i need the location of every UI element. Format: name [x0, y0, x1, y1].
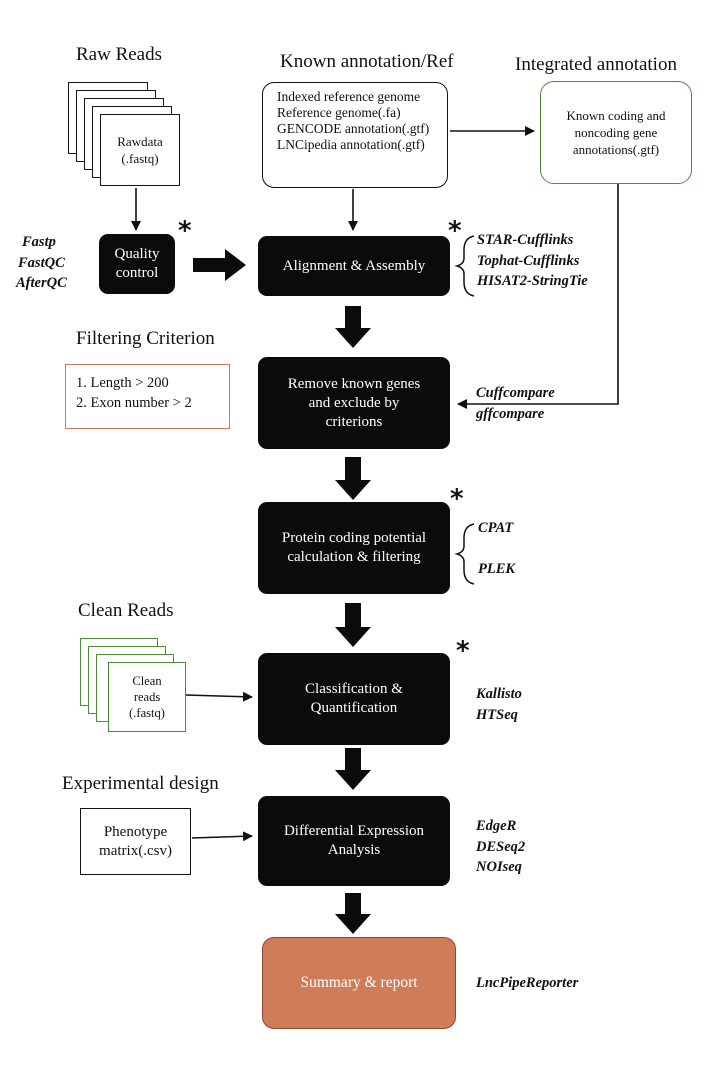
- classification-quantification-step: Classification & Quantification: [258, 653, 450, 745]
- asterisk-marker: *: [450, 484, 464, 514]
- summary-label: Summary & report: [300, 974, 418, 991]
- integrated-line2: noncoding gene: [574, 125, 658, 140]
- alignment-label: Alignment & Assembly: [282, 257, 426, 274]
- reference-line: GENCODE annotation(.gtf): [277, 121, 430, 136]
- filtering-criteria-box: 1. Length > 200 2. Exon number > 2: [65, 364, 230, 429]
- arrow-phenotype-to-differential: [191, 831, 253, 842]
- raw-reads-card: Rawdata (.fastq): [100, 114, 180, 186]
- reference-line: LNCipedia annotation(.gtf): [277, 137, 425, 152]
- qc-line2: control: [115, 265, 159, 281]
- arrow-remove-to-coding: [335, 457, 371, 500]
- reference-genome-box: Indexed reference genome Reference genom…: [262, 82, 448, 188]
- differential-line2: Analysis: [327, 842, 381, 858]
- differential-expression-step: Differential Expression Analysis: [258, 796, 450, 886]
- phenotype-line1: Phenotype: [103, 823, 168, 840]
- arrow-coding-to-classification: [335, 603, 371, 647]
- asterisk-marker: *: [178, 216, 192, 246]
- reference-line: Reference genome(.fa): [277, 105, 401, 120]
- qc-tools: Fastp FastQC AfterQC: [16, 232, 67, 294]
- remove-line1: Remove known genes: [287, 375, 421, 392]
- brace-alignment-tools: [454, 235, 475, 297]
- quality-control-step: Quality control: [99, 234, 175, 294]
- tool-noiseq: NOIseq: [476, 859, 522, 875]
- raw-reads-line2: (.fastq): [121, 151, 159, 166]
- tool-deseq2: DESeq2: [476, 838, 526, 855]
- criteria-line2: 2. Exon number > 2: [76, 395, 192, 411]
- coding-tools: CPAT PLEK: [478, 518, 515, 579]
- coding-line1: Protein coding potential: [281, 530, 427, 546]
- differential-line1: Differential Expression: [283, 823, 425, 839]
- arrow-clean-to-classification: [185, 691, 253, 702]
- report-tools: LncPipeReporter: [476, 973, 578, 994]
- asterisk-marker: *: [448, 216, 462, 246]
- alignment-assembly-step: Alignment & Assembly: [258, 236, 450, 296]
- tool-fastqc: FastQC: [18, 254, 65, 271]
- clean-line3: (.fastq): [129, 706, 165, 720]
- heading-integrated-annotation: Integrated annotation: [515, 54, 677, 75]
- reference-line: Indexed reference genome: [277, 89, 421, 104]
- phenotype-matrix-box: Phenotype matrix(.csv): [80, 808, 191, 875]
- integrated-line3: annotations(.gtf): [572, 142, 660, 157]
- tool-edger: EdgeR: [476, 818, 517, 834]
- qc-line1: Quality: [114, 246, 160, 262]
- quant-tools: Kallisto HTSeq: [476, 684, 522, 725]
- clean-line2: reads: [133, 690, 161, 704]
- tool-tophat-cufflinks: Tophat-Cufflinks: [477, 252, 580, 269]
- tool-plek: PLEK: [478, 560, 516, 577]
- clean-line1: Clean: [132, 674, 162, 688]
- integrated-line1: Known coding and: [566, 108, 666, 123]
- tool-cuffcompare: Cuffcompare: [476, 385, 555, 401]
- arrow-integrated-to-remove: [457, 184, 619, 409]
- tool-gffcompare: gffcompare: [476, 405, 545, 422]
- heading-raw-reads: Raw Reads: [76, 44, 163, 65]
- arrow-differential-to-summary: [335, 893, 371, 934]
- remove-known-genes-step: Remove known genes and exclude by criter…: [258, 357, 450, 449]
- heading-filtering-criterion: Filtering Criterion: [76, 328, 215, 349]
- compare-tools: Cuffcompare gffcompare: [476, 383, 555, 424]
- arrow-alignment-to-remove: [335, 306, 371, 348]
- coding-line2: calculation & filtering: [287, 549, 421, 565]
- coding-potential-step: Protein coding potential calculation & f…: [258, 502, 450, 594]
- classification-line2: Quantification: [310, 700, 398, 716]
- remove-line3: criterions: [325, 413, 383, 430]
- remove-line2: and exclude by: [308, 394, 400, 411]
- arrow-classification-to-differential: [335, 748, 371, 790]
- integrated-annotation-box: Known coding and noncoding gene annotati…: [540, 81, 692, 184]
- classification-line1: Classification &: [305, 681, 403, 697]
- asterisk-marker: *: [456, 636, 470, 666]
- tool-fastp: Fastp: [22, 234, 56, 250]
- tool-afterqc: AfterQC: [16, 275, 67, 291]
- phenotype-line2: matrix(.csv): [99, 842, 172, 859]
- heading-known-annotation: Known annotation/Ref: [280, 51, 454, 72]
- tool-cpat: CPAT: [478, 520, 514, 536]
- tool-star-cufflinks: STAR-Cufflinks: [477, 232, 574, 248]
- brace-coding-tools: [454, 523, 475, 585]
- heading-clean-reads: Clean Reads: [78, 600, 174, 621]
- summary-report-step: Summary & report: [262, 937, 456, 1029]
- tool-hisat2-stringtie: HISAT2-StringTie: [477, 273, 588, 289]
- criteria-line1: 1. Length > 200: [76, 375, 169, 391]
- diff-tools: EdgeR DESeq2 NOIseq: [476, 816, 525, 878]
- tool-kallisto: Kallisto: [476, 686, 522, 702]
- clean-reads-card: Clean reads (.fastq): [108, 662, 186, 732]
- tool-htseq: HTSeq: [476, 706, 518, 723]
- raw-reads-line1: Rawdata: [117, 134, 163, 149]
- alignment-tools: STAR-Cufflinks Tophat-Cufflinks HISAT2-S…: [477, 230, 588, 292]
- tool-lncpipereporter: LncPipeReporter: [476, 975, 579, 991]
- arrow-qc-to-alignment: [193, 249, 246, 281]
- heading-experimental-design: Experimental design: [62, 773, 219, 794]
